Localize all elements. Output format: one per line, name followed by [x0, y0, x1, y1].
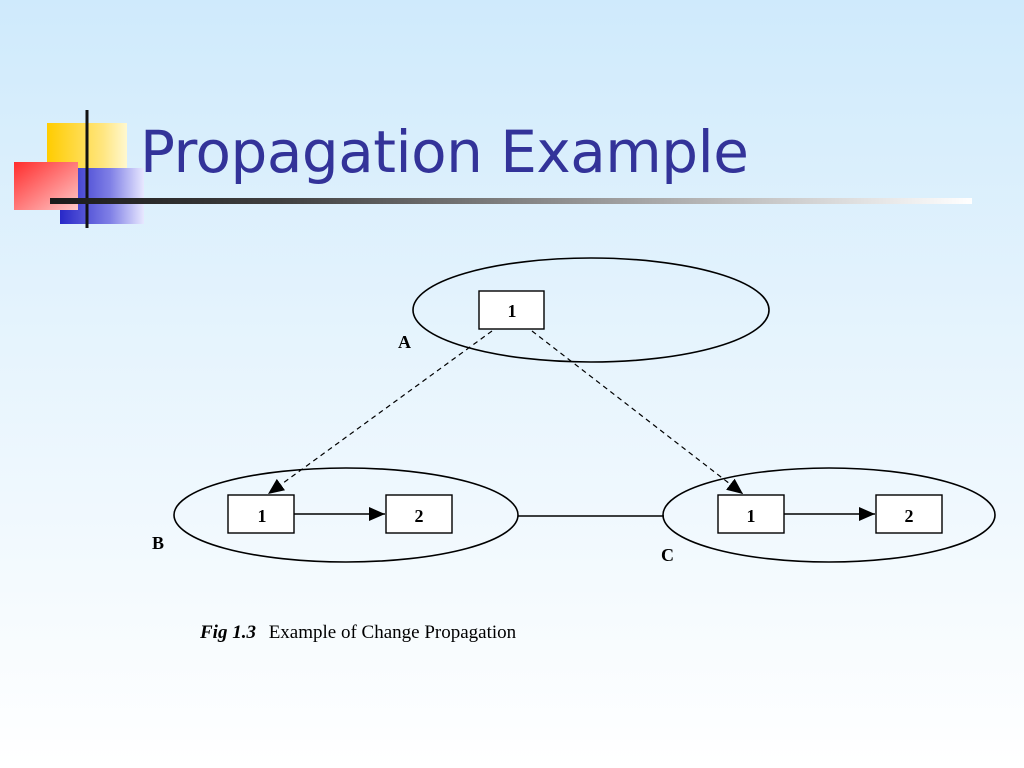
site-b-box-2	[385, 494, 453, 534]
site-b-box-1	[227, 494, 295, 534]
site-a-box-1	[478, 290, 545, 330]
site-b-box-2-label: 2	[415, 506, 424, 526]
site-c-box-1	[717, 494, 785, 534]
site-c-box-2	[875, 494, 943, 534]
propagation-arrow-a-to-c	[531, 330, 744, 495]
figure-caption-text: Example of Change Propagation	[268, 622, 517, 643]
title-underline	[50, 198, 972, 204]
site-a: 1 A	[398, 257, 770, 363]
site-c-box-1-label: 1	[747, 506, 756, 526]
figure-caption: Fig 1.3 Example of Change Propagation	[200, 622, 516, 644]
corner-decoration	[14, 110, 144, 228]
site-b: 1 2 B	[152, 467, 519, 563]
site-b-label: B	[152, 533, 164, 553]
site-b-box-1-label: 1	[258, 506, 267, 526]
page-title: Propagation Example	[140, 118, 749, 186]
site-c-ellipse	[662, 467, 996, 563]
site-b-ellipse	[173, 467, 519, 563]
site-c: 1 2 C	[661, 467, 996, 565]
propagation-arrow-a-to-b	[267, 330, 493, 495]
site-a-ellipse	[412, 257, 770, 363]
site-a-label: A	[398, 332, 411, 352]
figure-label: Fig 1.3	[200, 622, 256, 643]
site-c-label: C	[661, 545, 674, 565]
site-a-box-1-label: 1	[508, 301, 517, 321]
site-c-box-2-label: 2	[905, 506, 914, 526]
